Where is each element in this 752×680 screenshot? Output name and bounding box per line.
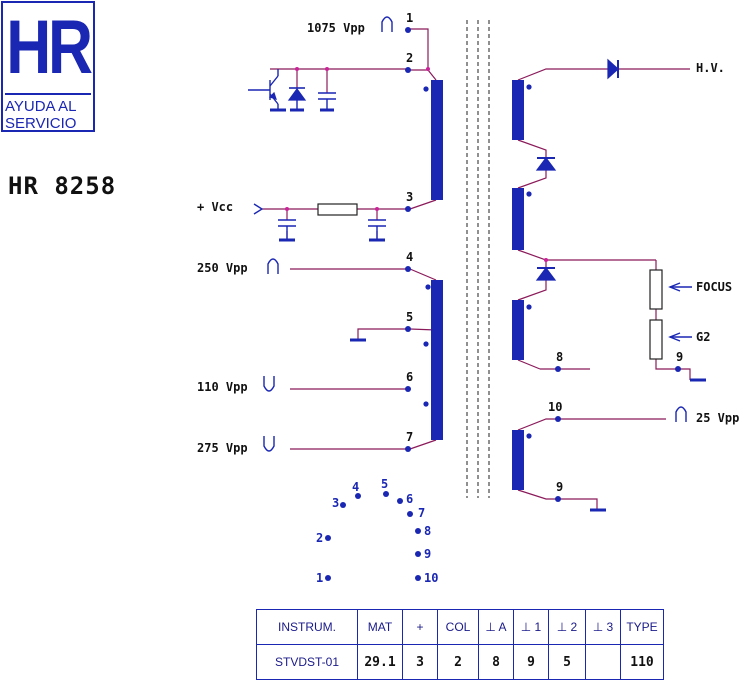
pulse-icon-250 bbox=[267, 258, 279, 274]
pulse-icon-275 bbox=[263, 436, 275, 452]
cell-ground-2: 5 bbox=[548, 644, 586, 680]
focus-resistor-icon bbox=[649, 269, 663, 310]
primary-winding-upper bbox=[431, 80, 443, 200]
pin-10-number: 10 bbox=[548, 400, 562, 414]
pin-9b-number: 9 bbox=[556, 480, 563, 494]
hv-winding-3 bbox=[512, 300, 524, 360]
focus-label: FOCUS bbox=[696, 280, 732, 294]
header-ground-a: ⊥ A bbox=[478, 609, 514, 645]
pin-10-label: 25 Vpp bbox=[696, 411, 739, 425]
pin-4-number: 4 bbox=[406, 250, 413, 264]
pin-labels: 1 1075 Vpp 2 3 + Vcc 4 250 Vpp 5 6 110 V… bbox=[197, 11, 739, 494]
logo-mark: HR bbox=[6, 4, 93, 90]
header-ground-1: ⊥ 1 bbox=[513, 609, 549, 645]
logo-line-2: SERVICIO bbox=[5, 115, 77, 132]
table-header-row: INSTRUM. MAT + COL ⊥ A ⊥ 1 ⊥ 2 ⊥ 3 TYPE bbox=[256, 609, 664, 645]
primary-wires bbox=[262, 28, 437, 450]
table-row: STVDST-01 29.1 3 2 8 9 5 110 bbox=[256, 644, 664, 680]
header-ground-2: ⊥ 2 bbox=[548, 609, 586, 645]
pin-5-number: 5 bbox=[406, 310, 413, 324]
switching-components bbox=[248, 69, 386, 342]
pin-3-number: 3 bbox=[406, 190, 413, 204]
footprint-pin-8: 8 bbox=[424, 524, 431, 538]
logo-subtitle: AYUDA AL SERVICIO bbox=[5, 93, 91, 132]
header-mat: MAT bbox=[357, 609, 403, 645]
instrument-table: INSTRUM. MAT + COL ⊥ A ⊥ 1 ⊥ 2 ⊥ 3 TYPE … bbox=[256, 609, 664, 680]
pin-8-number: 8 bbox=[556, 350, 563, 364]
header-plus: + bbox=[402, 609, 438, 645]
pin-6-label: 110 Vpp bbox=[197, 380, 248, 394]
footprint-pin-9: 9 bbox=[424, 547, 431, 561]
footprint-pin-7: 7 bbox=[418, 506, 425, 520]
pulse-icon-110 bbox=[263, 376, 275, 392]
header-col: COL bbox=[437, 609, 479, 645]
footprint-pin-4: 4 bbox=[352, 480, 359, 494]
footprint-pin-10: 10 bbox=[424, 571, 438, 585]
dots bbox=[405, 27, 681, 502]
pin-9a-number: 9 bbox=[676, 350, 683, 364]
hv-winding-1 bbox=[512, 80, 524, 140]
cell-ground-3 bbox=[585, 644, 621, 680]
windings bbox=[431, 80, 524, 490]
footprint-pin-1: 1 bbox=[316, 571, 323, 585]
pin-4-label: 250 Vpp bbox=[197, 261, 248, 275]
pulse-icon-25 bbox=[675, 406, 687, 422]
footprint-pin-2: 2 bbox=[316, 531, 323, 545]
header-ground-3: ⊥ 3 bbox=[585, 609, 621, 645]
pin-2-number: 2 bbox=[406, 51, 413, 65]
cell-ground-1: 9 bbox=[513, 644, 549, 680]
transformer-core bbox=[466, 20, 490, 498]
pin-1-number: 1 bbox=[406, 11, 413, 25]
model-number: HR 8258 bbox=[8, 172, 117, 200]
cell-col: 2 bbox=[437, 644, 479, 680]
damper-diode-icon bbox=[287, 87, 307, 101]
cell-plus: 3 bbox=[402, 644, 438, 680]
hv-diode-icon bbox=[607, 58, 619, 80]
pin-7-label: 275 Vpp bbox=[197, 441, 248, 455]
cell-type: 110 bbox=[620, 644, 664, 680]
hr-logo: HR AYUDA AL SERVICIO bbox=[1, 1, 95, 132]
transistor-arrow-icon bbox=[268, 91, 277, 100]
pin-7-number: 7 bbox=[406, 430, 413, 444]
junctions bbox=[285, 67, 548, 262]
resistor-icon bbox=[317, 203, 358, 216]
g2-label: G2 bbox=[696, 330, 710, 344]
pin-6-number: 6 bbox=[406, 370, 413, 384]
vcc-label: + Vcc bbox=[197, 200, 233, 214]
cell-mat: 29.1 bbox=[357, 644, 403, 680]
cell-ground-a: 8 bbox=[478, 644, 514, 680]
header-instrum: INSTRUM. bbox=[256, 609, 358, 645]
header-type: TYPE bbox=[620, 609, 664, 645]
secondary-symbols bbox=[537, 60, 706, 512]
g2-resistor-icon bbox=[649, 319, 663, 360]
diode-icon-2 bbox=[535, 267, 557, 281]
footprint-pin-3: 3 bbox=[332, 496, 339, 510]
pin-1-label: 1075 Vpp bbox=[307, 21, 365, 35]
pulse-icon-1075 bbox=[381, 16, 393, 32]
cell-instrum: STVDST-01 bbox=[256, 644, 358, 680]
diode-icon-1 bbox=[535, 157, 557, 171]
logo-line-1: AYUDA AL bbox=[5, 98, 77, 115]
footprint-pin-5: 5 bbox=[381, 477, 388, 491]
hv-label: H.V. bbox=[696, 61, 725, 75]
secondary-wires bbox=[517, 68, 691, 510]
footprint-pin-6: 6 bbox=[406, 492, 413, 506]
primary-winding-lower bbox=[431, 280, 443, 440]
hv-winding-2 bbox=[512, 188, 524, 250]
aux-winding bbox=[512, 430, 524, 490]
pin-footprint: 1 2 3 4 5 6 7 8 9 10 bbox=[316, 477, 438, 585]
